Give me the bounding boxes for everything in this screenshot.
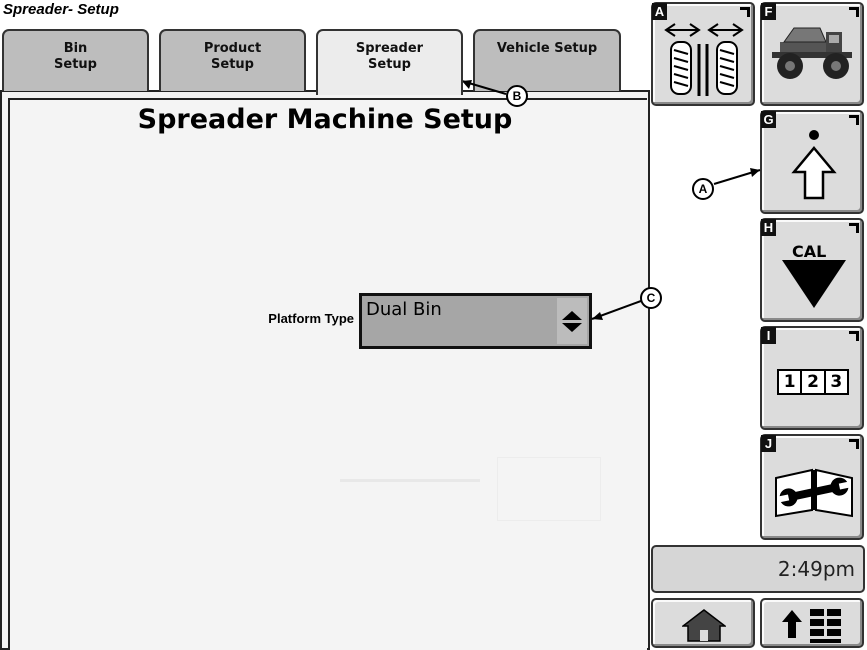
tab-vehicle-setup[interactable]: Vehicle Setup	[473, 29, 621, 91]
cal-label: CAL	[792, 242, 827, 261]
tab-label-line2: Setup	[54, 57, 97, 72]
corner-marker-icon	[849, 331, 859, 341]
softkey-letter: F	[761, 3, 776, 20]
softkey-letter: A	[652, 3, 667, 20]
tab-bin-setup[interactable]: Bin Setup	[2, 29, 149, 91]
digit-box: 1	[777, 369, 803, 395]
faint-grid	[497, 457, 601, 521]
faint-divider	[340, 479, 480, 482]
tab-label-line1: Product	[203, 41, 262, 56]
softkey-f-vehicle-button[interactable]: F	[760, 2, 864, 106]
up-down-spinner-icon[interactable]	[557, 298, 587, 344]
callout-a: A	[692, 178, 714, 200]
calibration-down-triangle-icon	[782, 260, 846, 308]
tab-label-line2: Setup	[368, 57, 411, 72]
platform-type-dropdown[interactable]: Dual Bin	[359, 293, 592, 349]
corner-marker-icon	[849, 223, 859, 233]
clock-time: 2:49pm	[777, 557, 855, 581]
tab-label-line1: Vehicle Setup	[496, 41, 598, 56]
tab-product-setup[interactable]: Product Setup	[159, 29, 306, 91]
menu-up-icon	[782, 609, 841, 643]
tab-spreader-setup[interactable]: Spreader Setup	[316, 29, 463, 95]
page-title: Spreader Machine Setup	[137, 104, 513, 135]
digit-box: 2	[802, 369, 826, 395]
main-content-area	[8, 98, 647, 650]
corner-marker-icon	[849, 439, 859, 449]
home-button[interactable]	[651, 598, 755, 648]
softkey-j-manual-button[interactable]: J	[760, 434, 864, 540]
manual-wrench-icon	[775, 468, 853, 518]
shift-up-arrow-icon	[791, 130, 837, 200]
platform-type-value: Dual Bin	[366, 299, 442, 320]
tab-label-line1: Spreader	[355, 41, 424, 56]
softkey-letter: G	[761, 111, 776, 128]
corner-marker-icon	[740, 7, 750, 17]
softkey-i-numeric-entry-button[interactable]: I 1 2 3	[760, 326, 864, 430]
softkey-letter: H	[761, 219, 776, 236]
clock-display: 2:49pm	[651, 545, 865, 593]
digit-box: 3	[825, 369, 849, 395]
callout-b: B	[506, 85, 528, 107]
tab-label-line2: Setup	[211, 57, 254, 72]
corner-marker-icon	[849, 7, 859, 17]
window-title: Spreader- Setup	[3, 1, 119, 18]
callout-c: C	[640, 287, 662, 309]
softkey-letter: J	[761, 435, 776, 452]
menu-up-button[interactable]	[760, 598, 864, 648]
platform-type-label: Platform Type	[268, 311, 354, 326]
numeric-entry-icon: 1 2 3	[777, 369, 849, 395]
softkey-a-track-width-button[interactable]: A	[651, 2, 755, 106]
tab-label-line1: Bin	[63, 41, 88, 56]
home-icon	[682, 609, 726, 642]
spreader-vehicle-icon	[772, 27, 852, 79]
corner-marker-icon	[849, 115, 859, 125]
softkey-g-shift-up-button[interactable]: G	[760, 110, 864, 214]
softkey-letter: I	[761, 327, 776, 344]
track-width-icon	[664, 23, 744, 96]
softkey-h-calibration-button[interactable]: H CAL	[760, 218, 864, 322]
